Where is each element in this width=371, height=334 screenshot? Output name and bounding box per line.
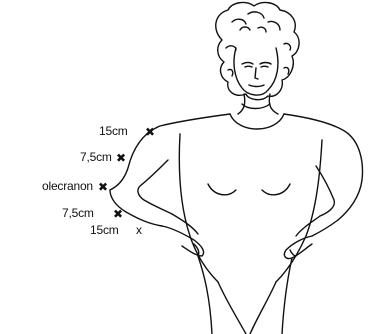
legs — [198, 256, 292, 334]
x-marker-icon: ✖ — [98, 180, 108, 194]
hair — [216, 3, 299, 100]
face — [234, 48, 278, 95]
neckline — [230, 114, 284, 129]
marker-label-15cm-upper: 15cm — [99, 124, 128, 138]
marker-label-olecranon: olecranon — [42, 179, 93, 193]
marker-label-7-5cm-upper: 7,5cm — [80, 150, 112, 164]
x-marker-icon: ✖ — [116, 151, 126, 165]
marker-label-15cm-lower: 15cm — [90, 223, 119, 237]
marker-label-7-5cm-lower: 7,5cm — [62, 206, 94, 220]
neck — [238, 94, 278, 114]
torso — [179, 134, 322, 282]
x-marker-icon: x — [136, 223, 142, 237]
x-marker-icon: ✖ — [145, 125, 155, 139]
x-marker-icon: ✖ — [113, 207, 123, 221]
